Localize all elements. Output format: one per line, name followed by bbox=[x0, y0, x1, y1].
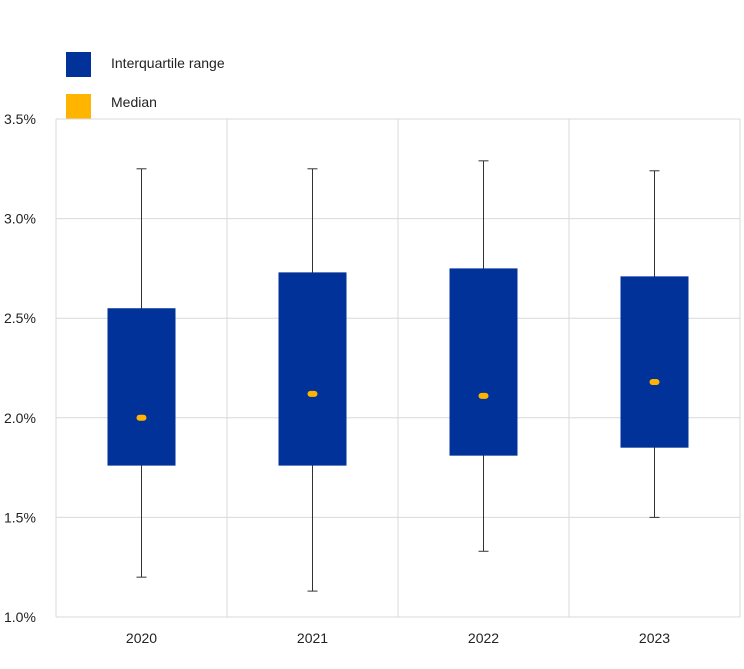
y-tick-label: 2.0% bbox=[4, 410, 36, 426]
y-tick-label: 1.0% bbox=[4, 609, 36, 625]
legend-label-iqr: Interquartile range bbox=[111, 55, 225, 71]
median-marker bbox=[478, 392, 489, 399]
iqr-box bbox=[278, 272, 347, 466]
y-tick-label: 3.5% bbox=[4, 111, 36, 127]
y-tick-label: 3.0% bbox=[4, 211, 36, 227]
y-tick-label: 1.5% bbox=[4, 509, 36, 525]
legend-swatch-median bbox=[66, 94, 91, 119]
iqr-box bbox=[107, 308, 176, 466]
legend-label-median: Median bbox=[111, 94, 157, 110]
x-tick-label: 2022 bbox=[468, 630, 499, 646]
x-tick-label: 2023 bbox=[639, 630, 670, 646]
median-marker bbox=[136, 414, 147, 421]
iqr-box bbox=[449, 268, 518, 456]
iqr-box bbox=[620, 276, 689, 448]
median-marker bbox=[649, 378, 660, 385]
x-tick-label: 2021 bbox=[297, 630, 328, 646]
legend-swatch-iqr bbox=[66, 52, 91, 77]
y-tick-label: 2.5% bbox=[4, 310, 36, 326]
median-marker bbox=[307, 390, 318, 397]
x-tick-label: 2020 bbox=[126, 630, 157, 646]
